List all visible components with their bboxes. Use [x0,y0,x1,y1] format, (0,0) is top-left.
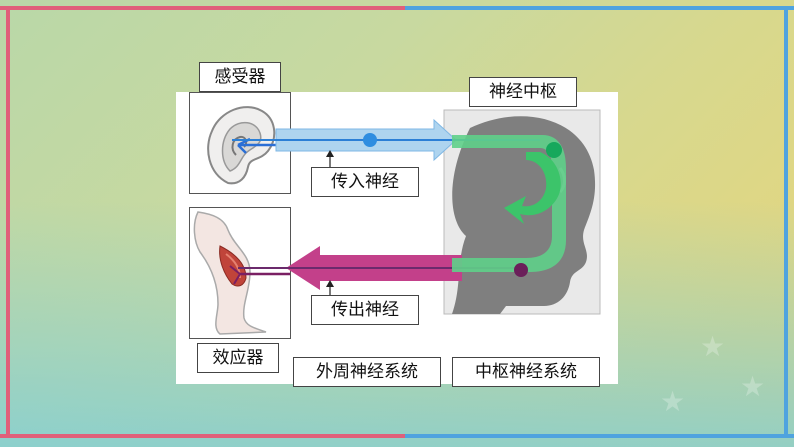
center-green-dot [546,142,562,158]
central-nervous-system-label: 中枢神经系统 [452,357,600,387]
receptor-label: 感受器 [199,62,281,92]
afferent-nerve-label: 传入神经 [311,167,419,197]
effector-label: 效应器 [197,343,279,373]
center-label: 神经中枢 [469,77,577,107]
efferent-nerve-label: 传出神经 [311,295,419,325]
peripheral-nervous-system-label: 外周神经系统 [293,357,441,387]
afferent-neuron-dot [363,133,377,147]
center-purple-dot [514,263,528,277]
